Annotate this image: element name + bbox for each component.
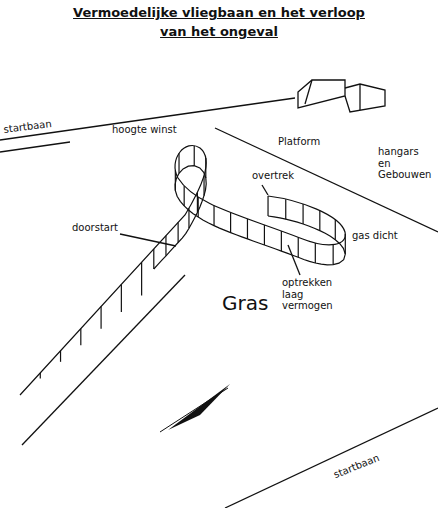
label: doorstart: [72, 222, 118, 234]
label: hoogte winst: [112, 124, 177, 136]
label: overtrek: [252, 170, 294, 182]
label: hangars en Gebouwen: [378, 146, 434, 181]
label: startbaan: [3, 118, 52, 135]
label: Gras: [222, 292, 268, 315]
label: gas dicht: [352, 230, 398, 242]
label: startbaan: [332, 452, 381, 481]
title: Vermoedelijke vliegbaan en het verloop v…: [60, 4, 378, 42]
label: optrekken laag vermogen: [282, 277, 352, 312]
label: Platform: [278, 136, 320, 148]
